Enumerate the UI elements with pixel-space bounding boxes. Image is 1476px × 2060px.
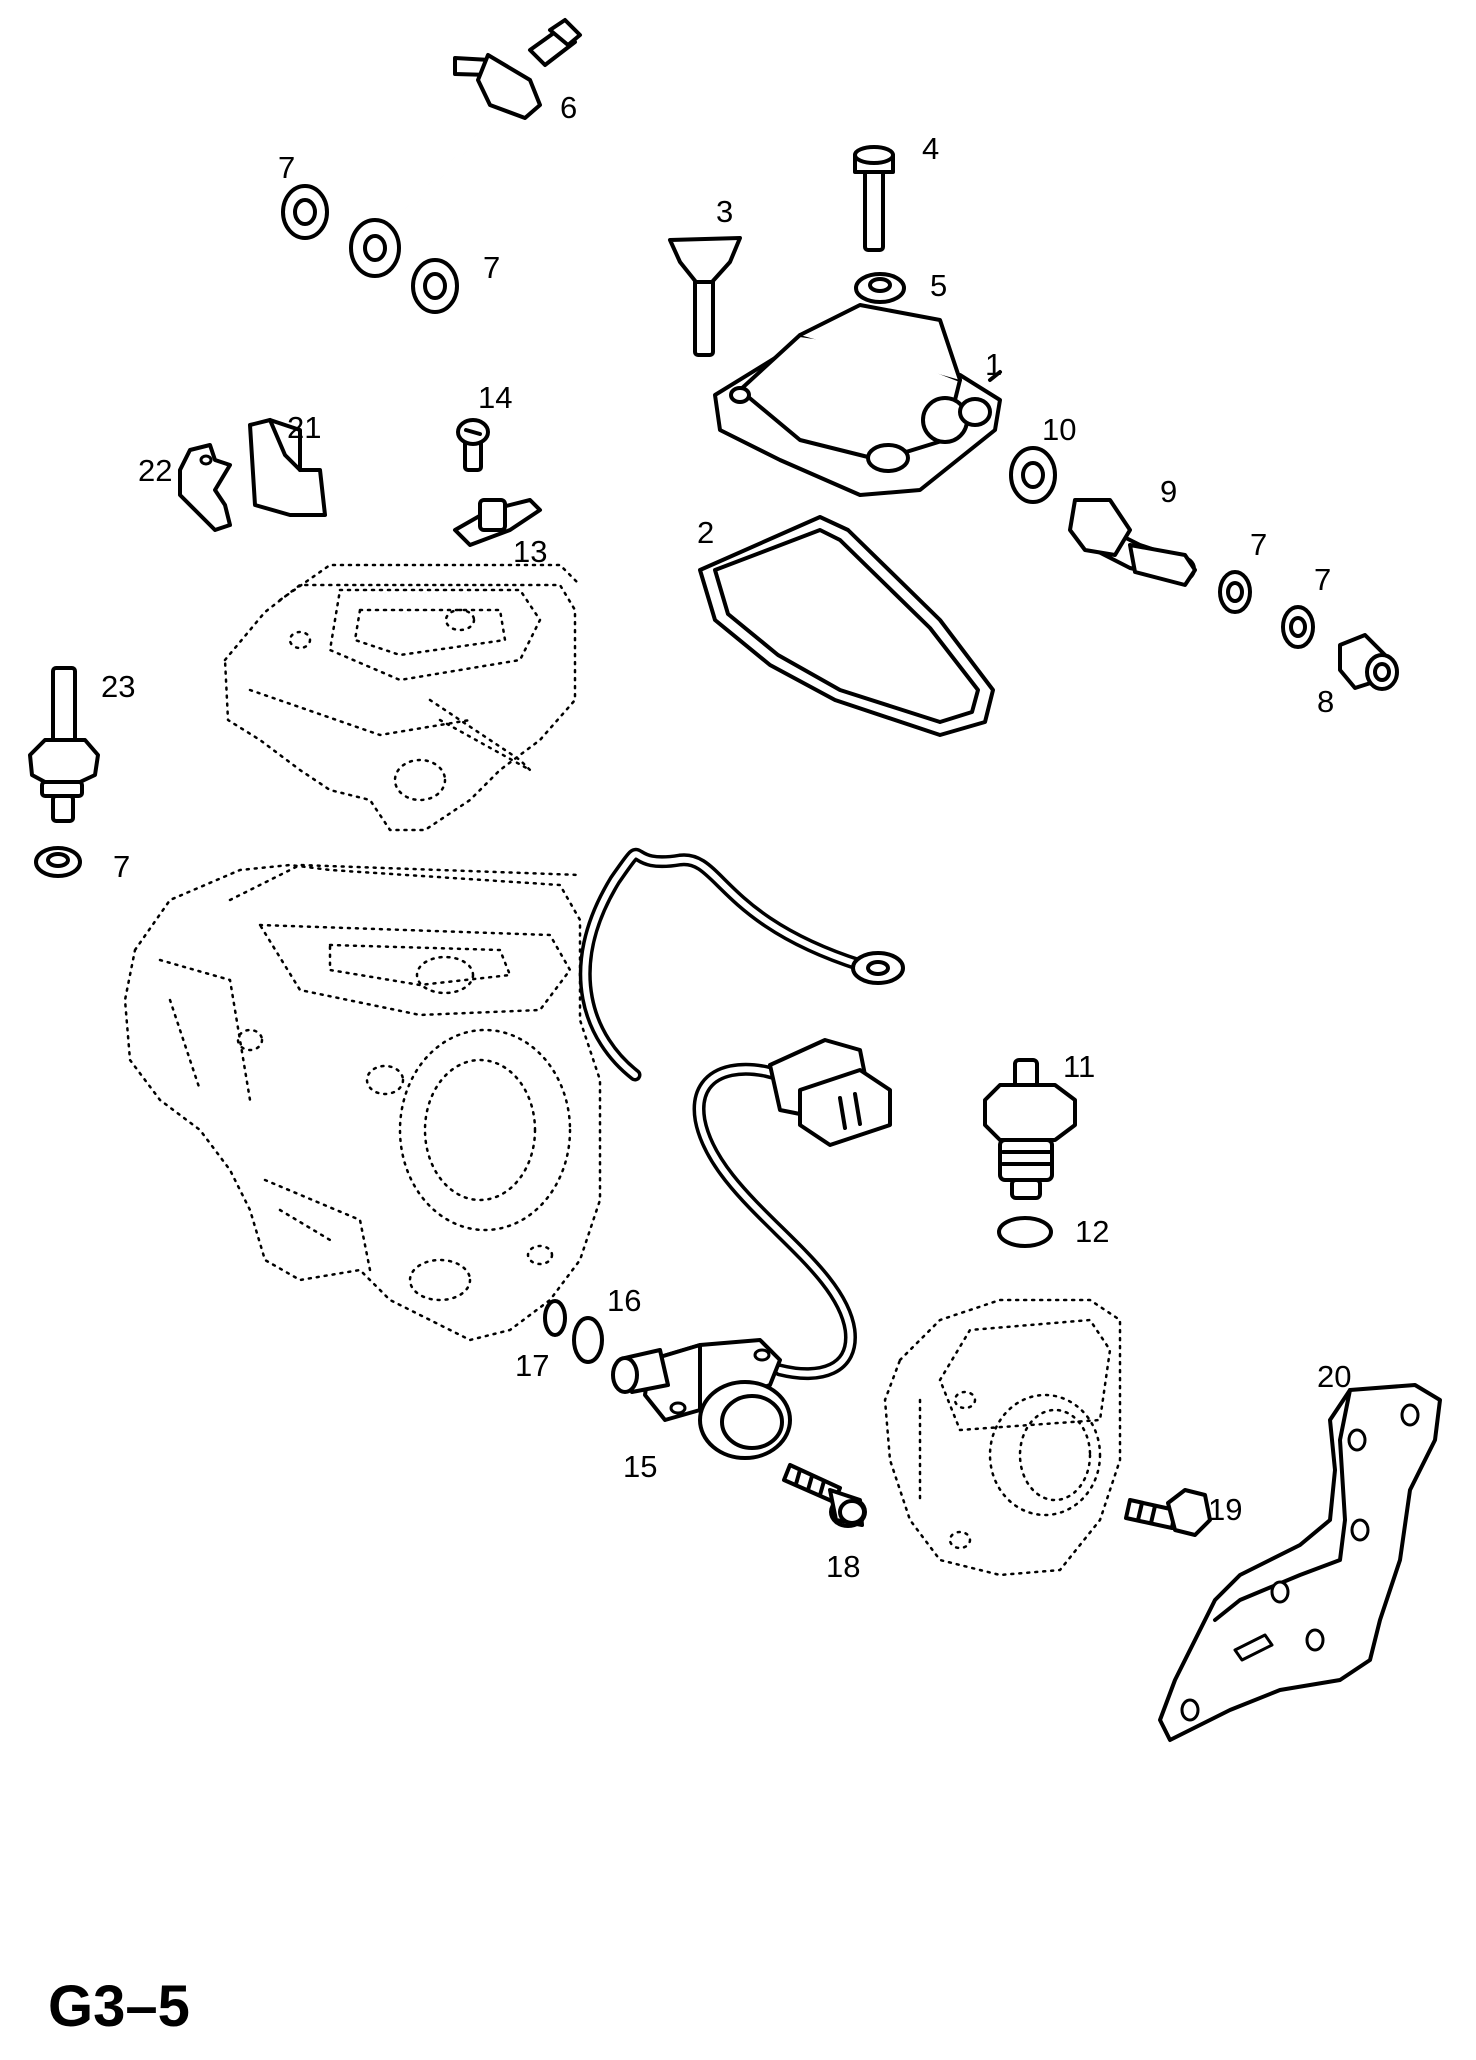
- part-2-gasket: [698, 515, 995, 737]
- callout-23: 23: [101, 669, 135, 704]
- callout-4: 4: [922, 131, 939, 166]
- leader-lines: [988, 370, 1002, 382]
- callout-20: 20: [1317, 1359, 1351, 1394]
- callout-1: 1: [985, 347, 1002, 382]
- callout-9: 9: [1160, 474, 1177, 509]
- part-7-washer-c: [1218, 570, 1252, 614]
- part-1-control-unit: [713, 303, 1002, 497]
- reference-throttle-body-upper: [223, 563, 582, 832]
- callout-7-e: 7: [113, 849, 130, 884]
- callout-7-b: 7: [483, 250, 500, 285]
- part-13-clip: [453, 498, 542, 547]
- part-23-stud-sensor: [28, 666, 100, 823]
- callout-18: 18: [826, 1549, 860, 1584]
- callout-12: 12: [1075, 1214, 1109, 1249]
- part-22-bracket: [178, 443, 232, 532]
- callout-11: 11: [1063, 1049, 1095, 1084]
- callout-7-d: 7: [1314, 562, 1331, 597]
- reference-throttle-body-lower: [123, 863, 602, 1342]
- callout-5: 5: [930, 268, 947, 303]
- callout-7-a: 7: [278, 150, 295, 185]
- wiring-harness: [578, 847, 905, 1381]
- part-6-vacuum-pipe: [349, 18, 582, 278]
- part-19-hex-bolt: [1124, 1488, 1212, 1537]
- callout-14: 14: [478, 380, 512, 415]
- callout-8: 8: [1317, 684, 1334, 719]
- part-7-washer-d: [1281, 605, 1315, 649]
- part-15-sensor: [611, 1338, 792, 1460]
- callout-15: 15: [623, 1449, 657, 1484]
- part-8-plug-screw: [1338, 633, 1399, 691]
- callouts: 1 2 3 4 5 6 7 7 7 7 7 8 9 10 11 12 13 14…: [101, 90, 1351, 1584]
- part-5-spacer: [854, 272, 906, 304]
- reference-housing-right: [883, 1298, 1122, 1577]
- part-16-o-ring: [572, 1316, 604, 1364]
- part-3-wing-screw: [668, 236, 742, 357]
- part-9-hose-fitting: [1068, 498, 1197, 587]
- part-14-screw: [456, 418, 490, 472]
- callout-21: 21: [287, 410, 321, 445]
- callout-7-c: 7: [1250, 527, 1267, 562]
- page-code-label: G3–5: [48, 1974, 190, 2039]
- part-4-bolt: [853, 145, 895, 252]
- callout-2: 2: [697, 515, 714, 550]
- part-21-bracket: [248, 418, 327, 517]
- callout-10: 10: [1042, 412, 1076, 447]
- part-10-washer: [1009, 446, 1057, 504]
- callout-6: 6: [560, 90, 577, 125]
- part-7-washer-a: [281, 184, 329, 240]
- part-17-o-ring: [543, 1299, 567, 1337]
- callout-17: 17: [515, 1348, 549, 1383]
- part-7-washer-b: [411, 258, 459, 314]
- part-7-washer-e: [34, 846, 82, 878]
- part-11-temperature-sender: [983, 1058, 1077, 1200]
- callout-22: 22: [138, 453, 172, 488]
- callout-13: 13: [513, 534, 547, 569]
- part-18-bolt: [782, 1463, 867, 1528]
- callout-3: 3: [716, 194, 733, 229]
- callout-16: 16: [607, 1283, 641, 1318]
- part-20-bracket-plate: [1158, 1383, 1442, 1742]
- callout-19: 19: [1208, 1492, 1242, 1527]
- part-12-o-ring: [997, 1216, 1053, 1248]
